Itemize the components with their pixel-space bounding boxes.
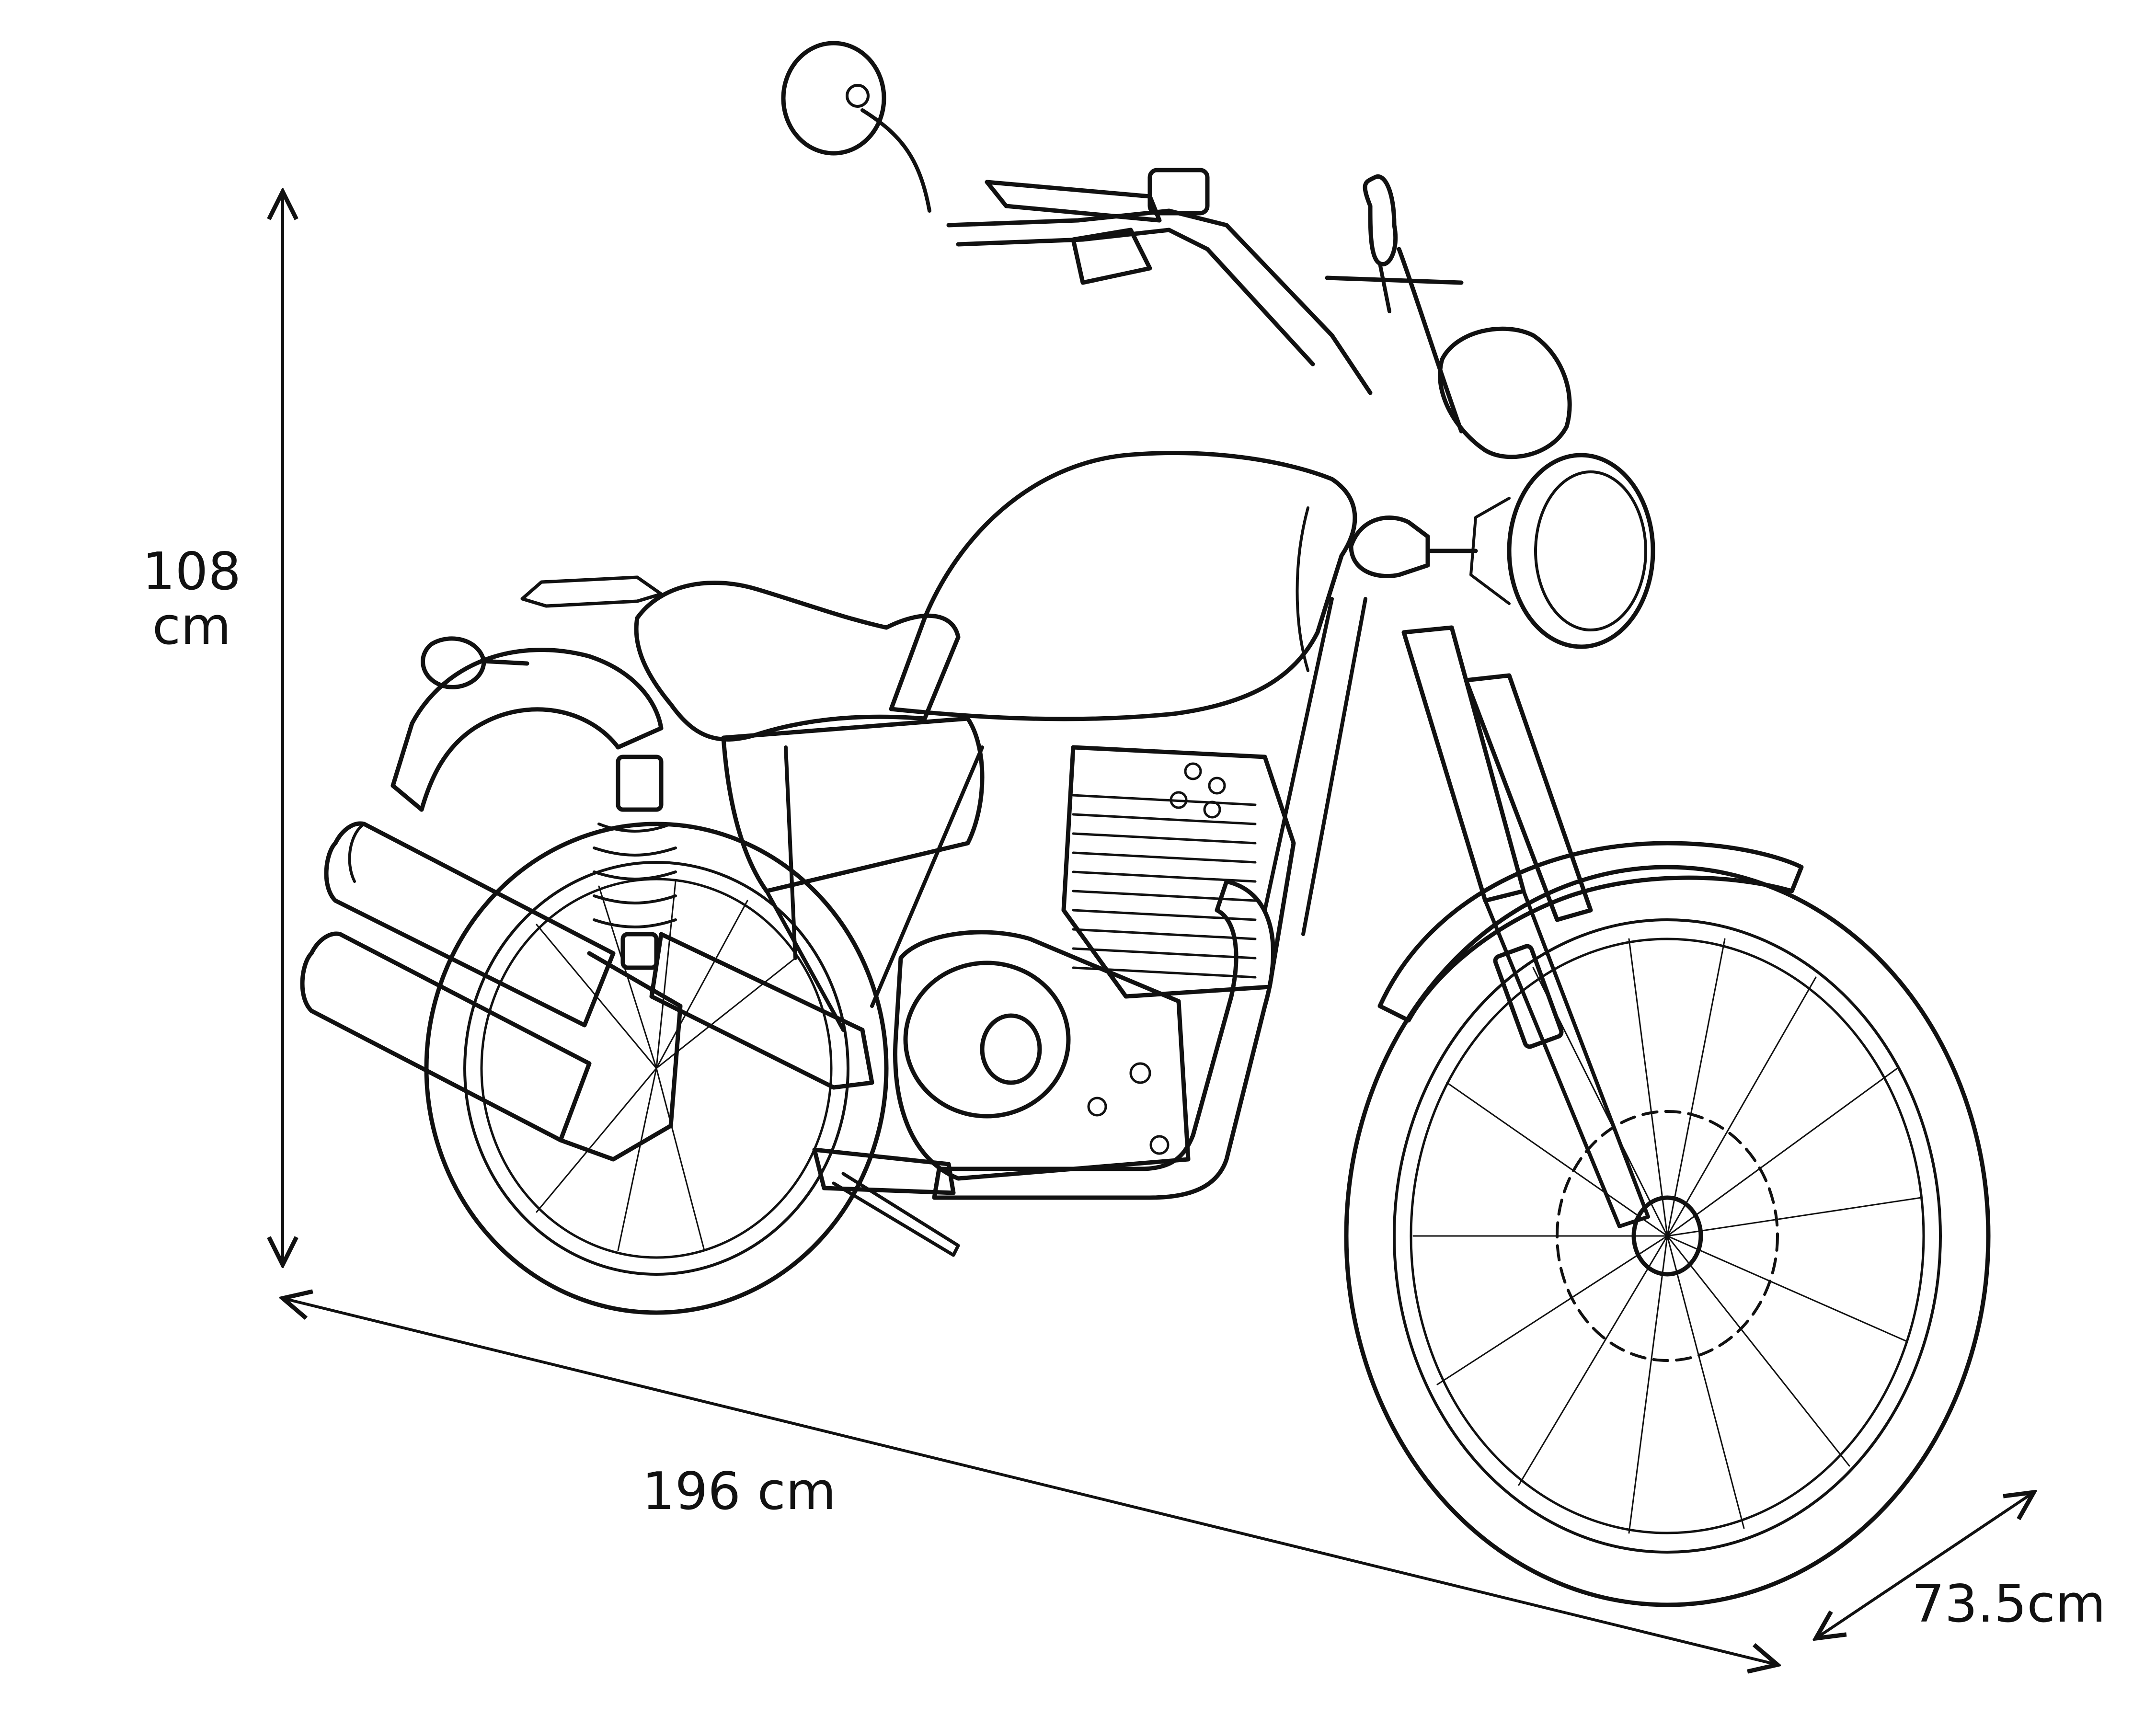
length-dimension-arrow: [283, 1298, 1778, 1665]
rear-fender: [390, 648, 664, 812]
footpeg-bracket: [812, 1147, 956, 1195]
frame: [765, 597, 1367, 1032]
front-forks: [1401, 625, 1650, 1228]
height-dimension-label: 108 cm: [134, 546, 249, 652]
rear-wheel: [424, 822, 889, 1315]
instrument-pod: [1438, 326, 1572, 459]
height-unit: cm: [152, 596, 231, 656]
seat: [634, 581, 961, 742]
motorcycle-line-drawing: [300, 41, 1991, 1607]
rear-rack: [520, 575, 663, 608]
headlight: [1469, 453, 1655, 649]
front-wheel: [1344, 865, 1991, 1607]
mirrors: [781, 41, 1398, 313]
engine: [893, 745, 1296, 1181]
handlebars: [946, 168, 1464, 434]
exhaust-header: [932, 879, 1275, 1200]
muffler: [300, 821, 683, 1162]
front-turn-signal: [1349, 515, 1430, 578]
height-value: 108: [142, 542, 241, 602]
width-dimension-label: 73.5cm: [1912, 1574, 2106, 1634]
fuel-tank: [889, 451, 1357, 721]
swingarm: [649, 932, 874, 1090]
tail-light: [421, 636, 486, 689]
width-dimension-arrow: [1816, 1492, 2034, 1638]
length-dimension-label: 196 cm: [642, 1462, 837, 1521]
side-panel: [721, 716, 985, 893]
side-stand: [832, 1172, 960, 1257]
rear-shock: [593, 755, 677, 970]
